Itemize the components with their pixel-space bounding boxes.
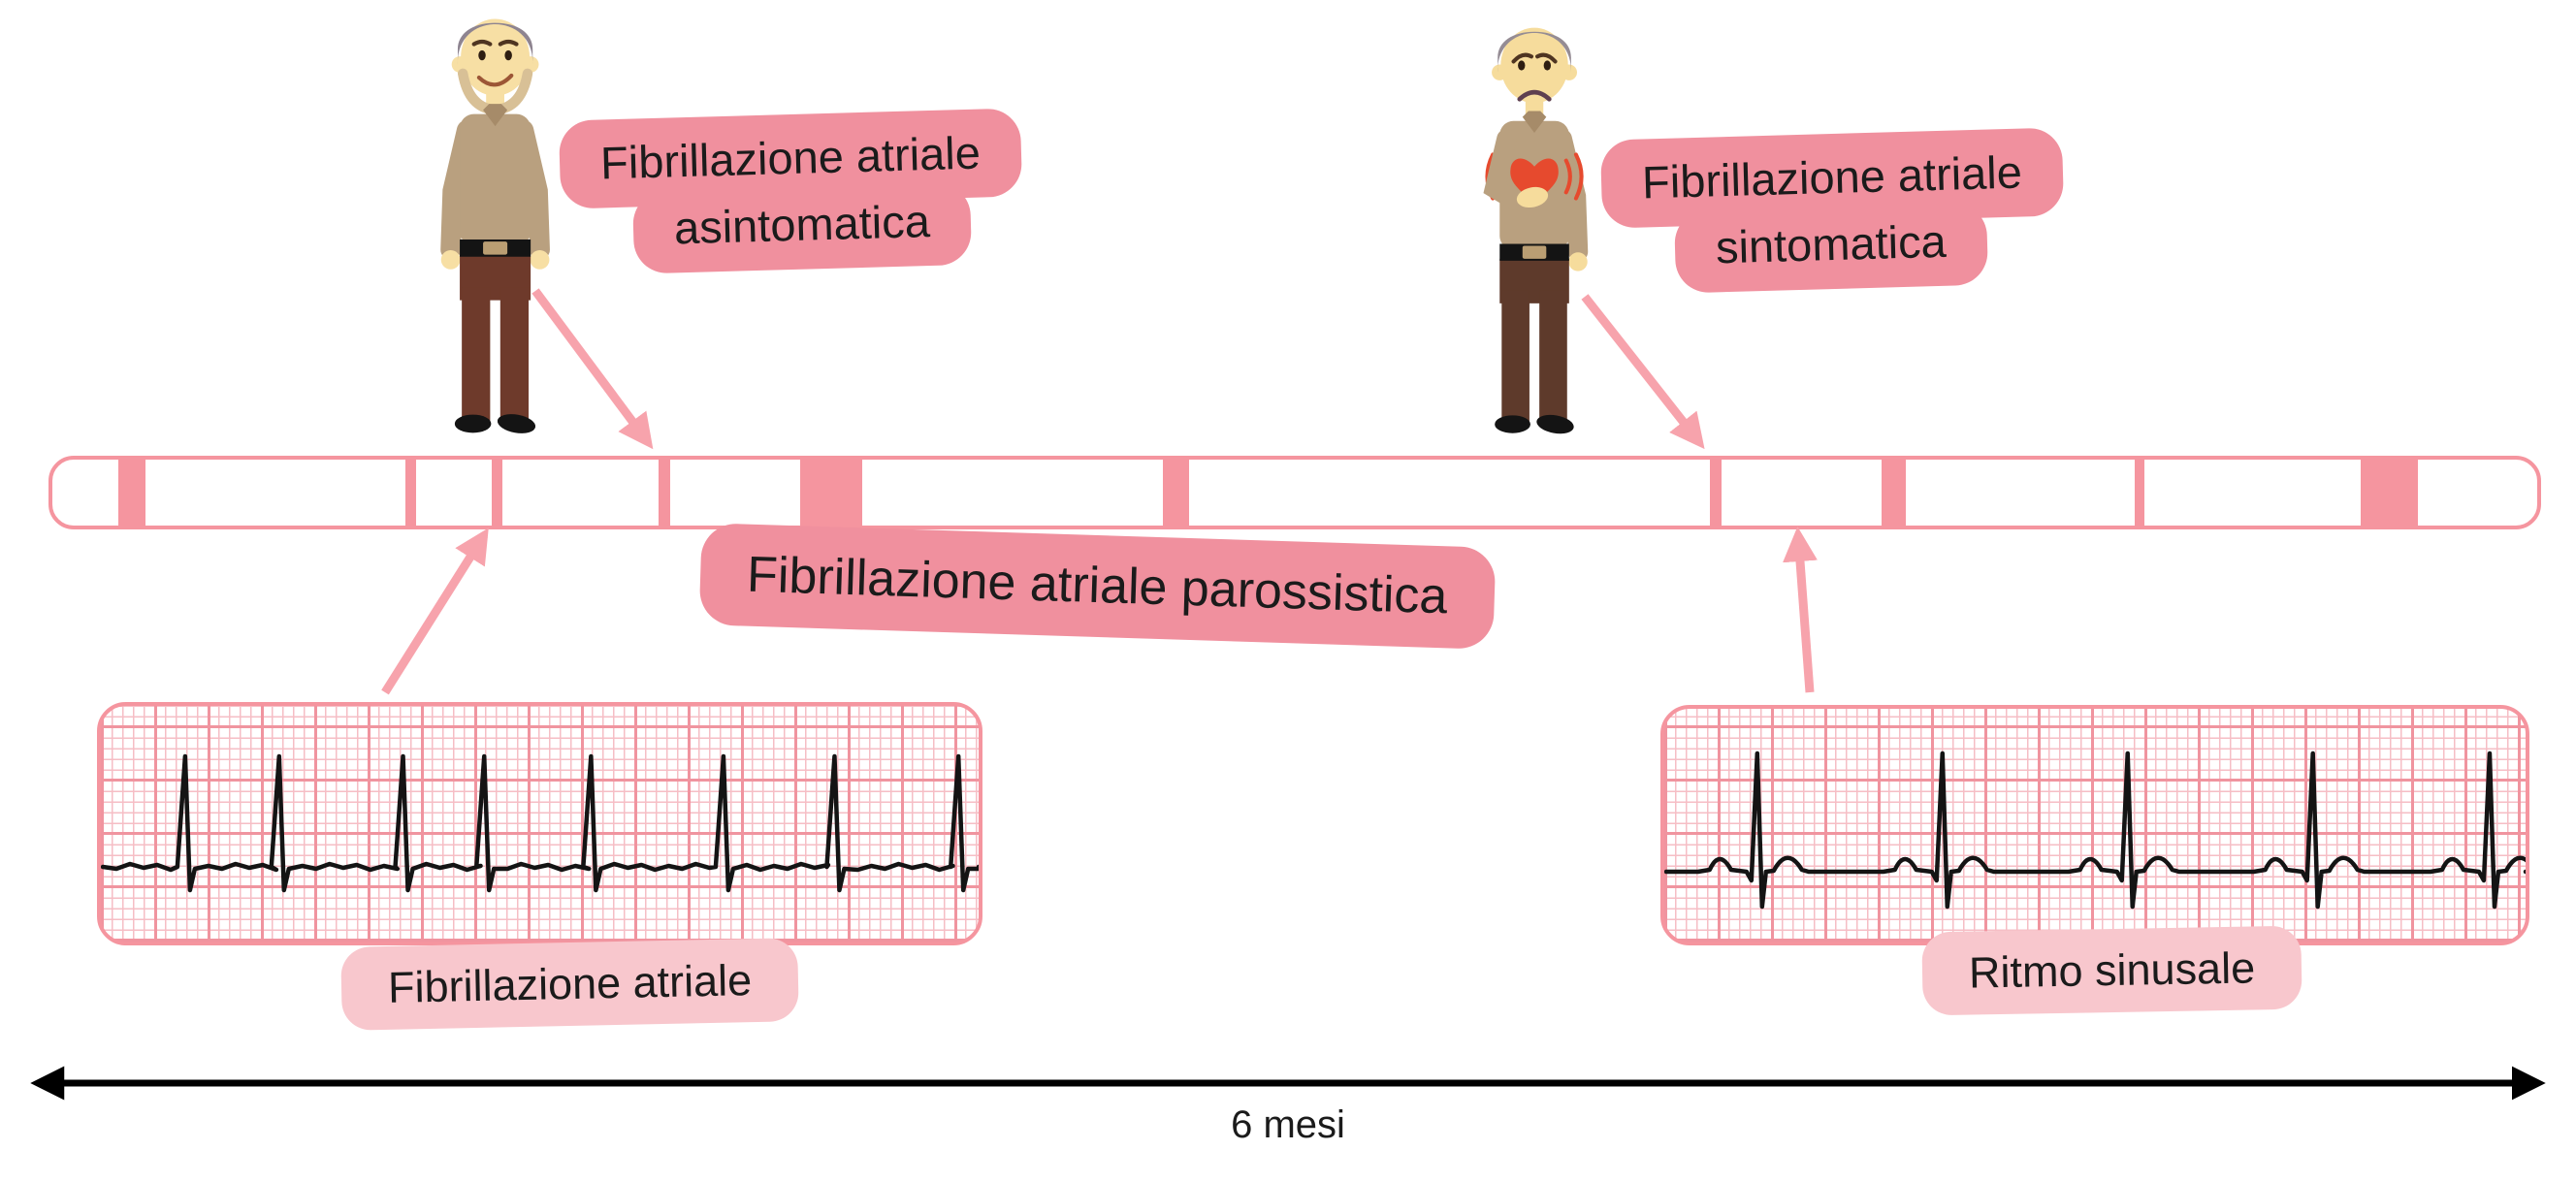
collar xyxy=(483,104,508,127)
label-af-asymptomatic: Fibrillazione atriale asintomatica xyxy=(558,108,1024,275)
smile xyxy=(476,73,514,87)
timescale-label: 6 mesi xyxy=(1231,1103,1345,1146)
timeline-episode-segment xyxy=(659,460,671,526)
label-af-paroxysmal: Fibrillazione atriale parossistica xyxy=(698,523,1496,650)
frown xyxy=(1517,89,1552,102)
ecg-strip-sinus xyxy=(1660,705,2529,945)
label-ecg-sinus: Ritmo sinusale xyxy=(1921,925,2302,1016)
belt-buckle xyxy=(1522,245,1547,259)
timeline-episode-segment xyxy=(800,460,863,526)
label-ecg-afib: Fibrillazione atriale xyxy=(340,938,800,1031)
afib-waveform xyxy=(101,753,979,893)
label-line: asintomatica xyxy=(631,181,973,274)
timeline-episode-segment xyxy=(1709,460,1722,526)
timeline-episode-segment xyxy=(404,460,416,526)
collar xyxy=(1522,111,1547,134)
timeline-bar xyxy=(48,456,2541,529)
arrow-ecg-afib-to-bar xyxy=(381,527,489,695)
sinus-waveform xyxy=(1664,751,2526,910)
man-body xyxy=(1483,27,1589,434)
label-line: sintomatica xyxy=(1673,202,1988,294)
man-body xyxy=(440,18,550,433)
belt-buckle xyxy=(483,241,508,255)
arrow-ecg-sinus-to-bar xyxy=(1783,527,1818,693)
timeline-episode-segment xyxy=(1163,460,1190,526)
timeline-episode-segment xyxy=(2361,460,2419,526)
timeline-episode-segment xyxy=(117,460,146,526)
asymptomatic-man-figure xyxy=(440,18,550,433)
ecg-strip-afib xyxy=(97,702,982,945)
timeline-episode-segment xyxy=(492,460,503,526)
symptomatic-man-figure xyxy=(1483,27,1589,434)
timeline-episode-segment xyxy=(2134,460,2144,526)
label-af-symptomatic: Fibrillazione atriale sintomatica xyxy=(1599,127,2066,295)
hand-on-chest xyxy=(1516,186,1549,208)
label-line: Fibrillazione atriale parossistica xyxy=(698,523,1496,650)
timeline-episode-segment xyxy=(1881,460,1907,526)
